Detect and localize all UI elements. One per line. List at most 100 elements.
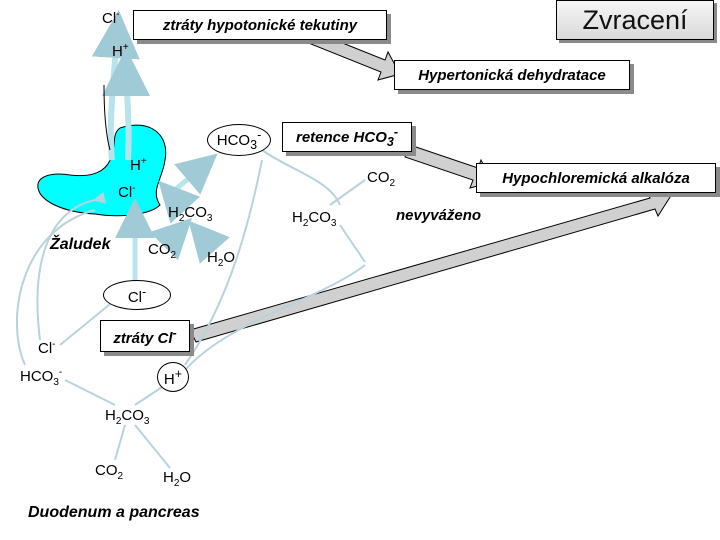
cl-stomach: Cl- — [118, 183, 136, 201]
h2co3-c-sub3: 3 — [143, 416, 150, 427]
line-hco3-to-h2co3-lower — [64, 379, 116, 406]
h2co3-b-sub3: 3 — [330, 218, 337, 229]
hco3-left: HCO3- — [20, 368, 62, 388]
line-hco3-to-h2co3 — [261, 149, 341, 206]
h2co3-c: H2CO3 — [105, 408, 149, 427]
h-lower-sup: + — [174, 366, 183, 381]
h2co3-a: H2CO3 — [168, 205, 212, 224]
h2co3-b-co: CO — [308, 209, 331, 226]
h-top-label: H — [112, 43, 123, 60]
esophagus-arrow-h — [102, 48, 151, 161]
cl-top: Cl- — [102, 9, 120, 27]
hco3-top-sub: 3 — [250, 138, 258, 152]
line-hco3-left — [15, 209, 96, 366]
h-stomach-sup: + — [140, 156, 147, 167]
h-stomach-label: H — [130, 157, 141, 174]
hco3-left-sup: - — [58, 367, 63, 378]
h2o-c-o: O — [179, 469, 192, 486]
box-loss-cl-text: ztráty Cl- — [113, 326, 176, 347]
cl-mid-sup: - — [142, 284, 147, 299]
box-loss-cl: ztráty Cl- — [100, 320, 190, 352]
nevyvazeno-text: nevyváženo — [396, 207, 482, 224]
h2co3-a-co: CO — [184, 204, 207, 221]
box-retention-label: retence HCO — [296, 129, 387, 146]
stomach-shape — [37, 124, 167, 217]
box-retention-text: retence HCO3- — [296, 125, 398, 149]
box-retention: retence HCO3- — [282, 122, 412, 152]
box-hypertonic-text: Hypertonická dehydratace — [418, 66, 606, 84]
co2-b-label: CO — [367, 169, 390, 186]
cl-left-label: Cl — [38, 340, 53, 357]
box-loss-cl-label: ztráty Cl — [113, 329, 173, 347]
co2-b-sub: 2 — [389, 178, 396, 189]
box-loss-fluid-text: ztráty hypotonické tekutiny — [162, 16, 358, 34]
box-hypertonic: Hypertonická dehydratace — [394, 60, 630, 90]
line-co2-to-h2co3 — [329, 179, 366, 206]
box-hypochlor: Hypochloremická alkalóza — [476, 163, 716, 193]
line-h-lower-up — [184, 264, 366, 371]
circle-cl-mid: Cl- — [103, 280, 171, 310]
co2-c-sub: 2 — [117, 471, 124, 482]
cl-top-sup: - — [116, 9, 120, 20]
box-retention-sub: 3 — [386, 135, 394, 149]
line-cl-left — [36, 191, 107, 341]
co2-a-sub: 2 — [170, 250, 177, 261]
h2o-a-o: O — [223, 249, 236, 266]
esophagus-outline — [103, 84, 111, 151]
big-arrow-alkalosis — [189, 189, 673, 343]
h2o-c: H2O — [163, 470, 191, 489]
box-retention-sup: - — [393, 125, 398, 139]
h2o-c-h: H — [163, 469, 174, 486]
cl-stomach-label: Cl — [118, 184, 133, 201]
zaludek-label: Žaludek — [50, 237, 110, 253]
h-top: H+ — [112, 42, 129, 60]
line-cl-to-mid — [59, 299, 116, 346]
zaludek-text: Žaludek — [50, 236, 111, 253]
cl-top-label: Cl — [102, 10, 117, 27]
h-lower-label: H — [163, 370, 175, 388]
h2o-c-sub: 2 — [173, 478, 180, 489]
h2co3-b-h: H — [292, 209, 303, 226]
h2co3-a-sub2: 2 — [178, 213, 185, 224]
h2co3-c-sub2: 2 — [115, 416, 122, 427]
hco3-left-label: HCO — [20, 368, 54, 385]
h-top-sup: + — [122, 42, 129, 53]
box-loss-fluid: ztráty hypotonické tekutiny — [133, 10, 387, 40]
circle-cl-mid-text: Cl- — [128, 285, 146, 306]
cl-stomach-sup: - — [132, 183, 136, 194]
line-h2co3-h2o — [134, 424, 171, 469]
duodenum-text: Duodenum a pancreas — [28, 504, 200, 521]
arrow-h2co3-from-h2o — [188, 220, 230, 264]
title-box: Zvracení — [556, 0, 714, 40]
h2co3-b-sub2: 2 — [302, 218, 309, 229]
arrow-h2co3-from-co2 — [149, 217, 193, 261]
line-h-to-h2co3 — [134, 384, 166, 406]
box-hypochlor-text: Hypochloremická alkalóza — [502, 169, 690, 187]
hco3-left-sub: 3 — [53, 377, 59, 388]
co2-b: CO2 — [367, 170, 395, 189]
nevyvazeno-label: nevyváženo — [396, 208, 481, 223]
h2co3-a-sub3: 3 — [206, 213, 213, 224]
box-loss-cl-sup: - — [172, 325, 177, 340]
arrow-h-to-hco3 — [173, 153, 218, 195]
co2-a: CO2 — [148, 242, 176, 261]
h2co3-c-h: H — [105, 407, 116, 424]
co2-c: CO2 — [95, 463, 123, 482]
line-h2co3-down — [339, 224, 366, 263]
h2o-a-h: H — [207, 249, 218, 266]
h2o-a-sub: 2 — [217, 258, 224, 269]
h2co3-c-co: CO — [121, 407, 144, 424]
circle-hco3-text: HCO3- — [217, 128, 261, 152]
cl-left-sup: - — [52, 339, 56, 350]
co2-c-label: CO — [95, 462, 118, 479]
hco3-top-sup: - — [257, 128, 262, 142]
cl-left: Cl- — [38, 339, 56, 357]
h2co3-a-h: H — [168, 204, 179, 221]
line-h2co3-co2 — [114, 424, 126, 461]
circle-h-lower: H+ — [157, 362, 189, 392]
arrow-h2co3-to-h — [158, 180, 200, 224]
h2co3-b: H2CO3 — [292, 210, 336, 229]
duodenum-label: Duodenum a pancreas — [28, 505, 200, 521]
